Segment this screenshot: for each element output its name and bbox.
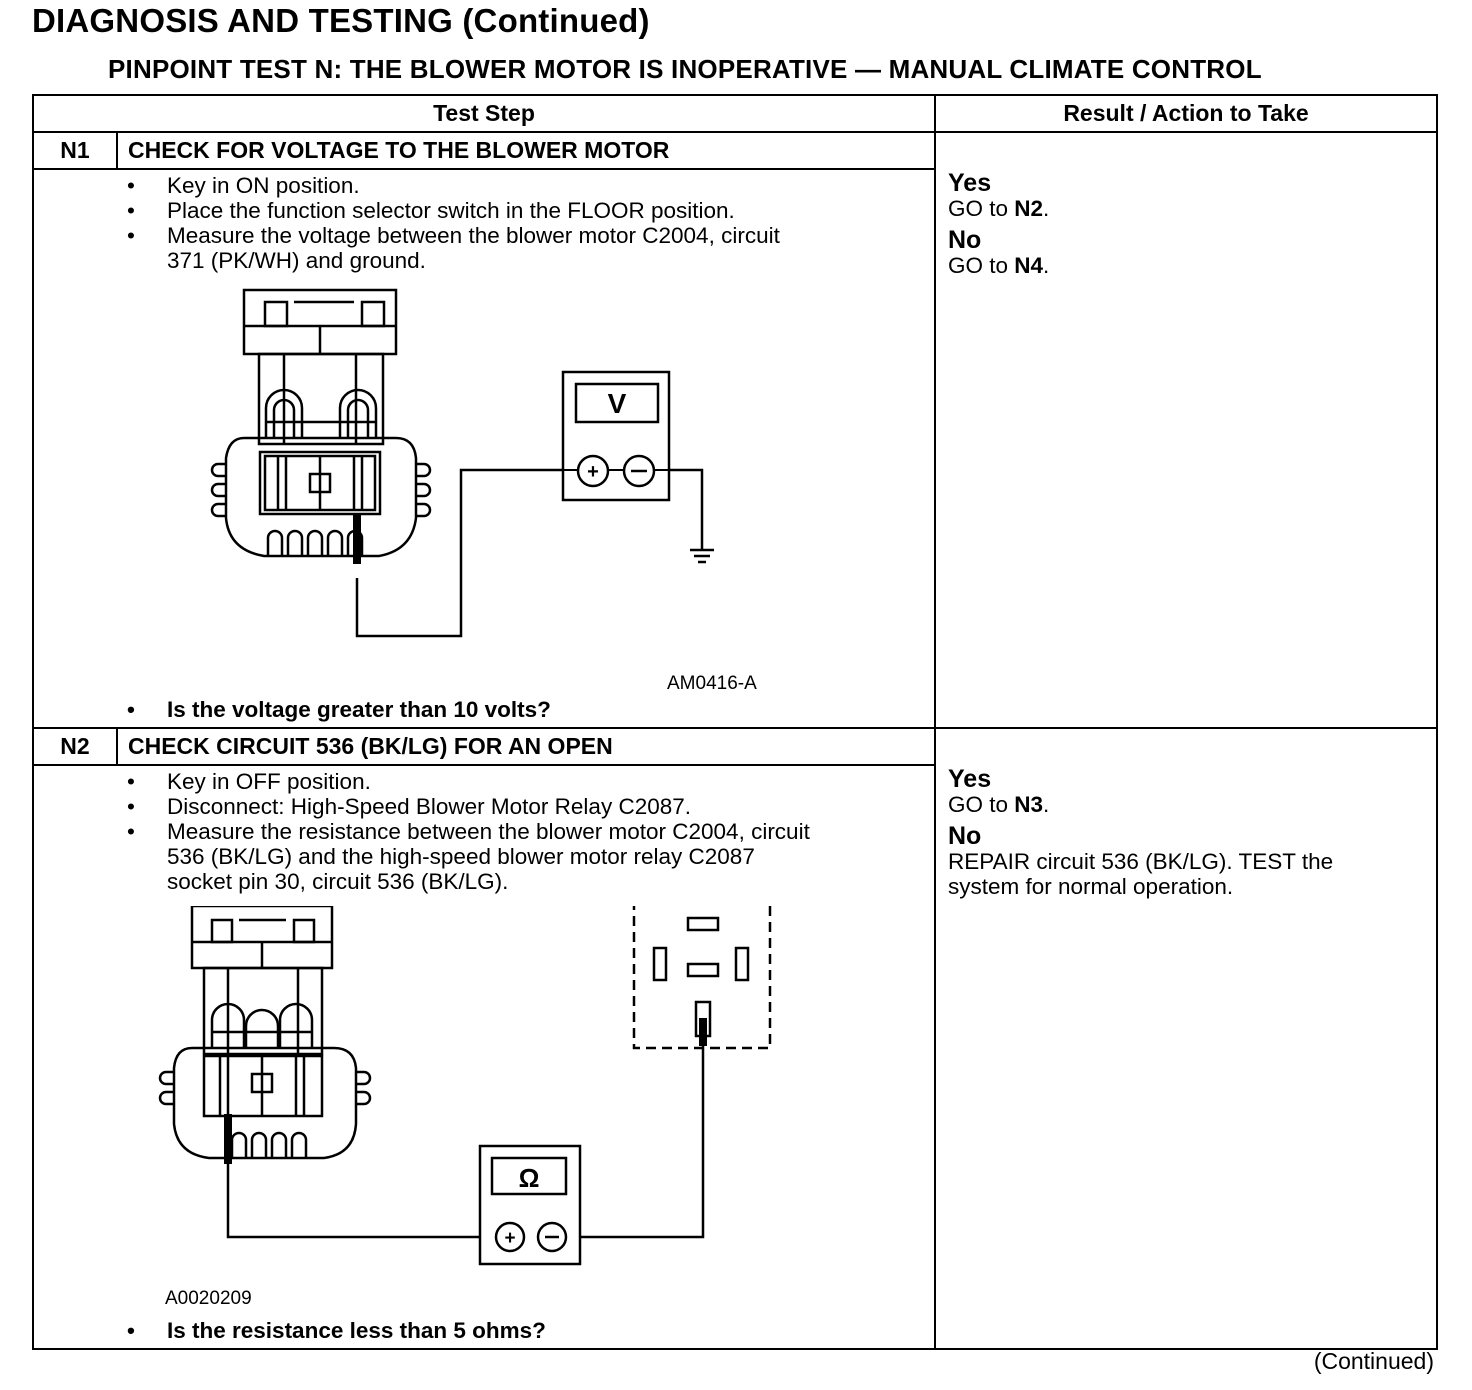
n2-yes-block: Yes GO to N3. (948, 766, 1436, 817)
step-n2-result: Yes GO to N3. No REPAIR circuit 536 (BK/… (934, 727, 1438, 1350)
figure-id-n1: AM0416-A (667, 673, 757, 694)
figure-id-n2: A0020209 (165, 1288, 252, 1306)
n2-no-label: No (948, 822, 982, 850)
step-n2-cell: N2 CHECK CIRCUIT 536 (BK/LG) FOR AN OPEN… (32, 727, 936, 1350)
n2-yes-action[interactable]: GO to N3. (948, 792, 1050, 817)
step-n2-diagram: Ω + A0020209 (158, 906, 772, 1306)
pinpoint-test-title: PINPOINT TEST N: THE BLOWER MOTOR IS INO… (108, 54, 1262, 84)
step-n2-title: CHECK CIRCUIT 536 (BK/LG) FOR AN OPEN (128, 733, 613, 759)
n2-no-block: No REPAIR circuit 536 (BK/LG). TEST the … (948, 823, 1436, 899)
column-header-result-action: Result / Action to Take (934, 94, 1438, 133)
step-n1-bullet-2: Place the function selector switch in th… (127, 198, 934, 223)
step-n1-body: Key in ON position. Place the function s… (34, 170, 934, 727)
step-n2-header: N2 CHECK CIRCUIT 536 (BK/LG) FOR AN OPEN (34, 729, 934, 766)
step-n1-header: N1 CHECK FOR VOLTAGE TO THE BLOWER MOTOR (34, 133, 934, 170)
blower-motor-connector-n2 (158, 906, 372, 1160)
test-probe-n1 (353, 468, 562, 638)
step-n1-bullet-3: Measure the voltage between the blower m… (127, 223, 934, 248)
column-header-test-step: Test Step (32, 94, 936, 133)
n1-yes-action[interactable]: GO to N2. (948, 196, 1050, 221)
step-n2-id: N2 (34, 729, 118, 764)
step-n2-bullet-3: Measure the resistance between the blowe… (127, 819, 934, 844)
n2-no-action-line-1: REPAIR circuit 536 (BK/LG). TEST the (948, 849, 1334, 874)
n1-no-block: No GO to N4. (948, 227, 1436, 278)
step-n2-bullet-3-cont-2: socket pin 30, circuit 536 (BK/LG). (167, 869, 509, 894)
step-n1-title: CHECK FOR VOLTAGE TO THE BLOWER MOTOR (128, 137, 670, 163)
continued-note: (Continued) (1313, 1348, 1434, 1374)
ohmmeter-symbol: Ω (519, 1163, 540, 1193)
voltmeter-icon: V + (561, 370, 704, 550)
step-n2-body: Key in OFF position. Disconnect: High-Sp… (34, 766, 934, 1348)
page-title: DIAGNOSIS AND TESTING (Continued) (32, 2, 650, 39)
step-n2-question: Is the resistance less than 5 ohms? (127, 1318, 546, 1343)
step-n2-bullet-3-cont-1: 536 (BK/LG) and the high-speed blower mo… (167, 844, 755, 869)
step-n1-cell: N1 CHECK FOR VOLTAGE TO THE BLOWER MOTOR… (32, 131, 936, 729)
svg-text:+: + (587, 461, 599, 483)
step-n2-bullet-2: Disconnect: High-Speed Blower Motor Rela… (127, 794, 934, 819)
step-n1-diagram: V + AM0416-A (210, 288, 757, 694)
ground-icon (690, 548, 714, 564)
step-n1-result: Yes GO to N2. No GO to N4. (934, 131, 1438, 729)
voltmeter-symbol: V (608, 388, 627, 419)
n1-yes-label: Yes (948, 169, 992, 197)
n2-no-action-line-2: system for normal operation. (948, 874, 1234, 899)
step-n1-bullet-3-cont: 371 (PK/WH) and ground. (167, 248, 426, 273)
svg-text:+: + (504, 1228, 515, 1249)
test-probe-n2 (224, 1114, 480, 1239)
step-n1-bullet-1: Key in ON position. (127, 173, 934, 198)
step-n1-question: Is the voltage greater than 10 volts? (127, 697, 551, 722)
pinpoint-test-table: Test Step Result / Action to Take N1 CHE… (32, 94, 1438, 1350)
n2-yes-label: Yes (948, 765, 992, 793)
step-n2-bullets: Key in OFF position. Disconnect: High-Sp… (34, 766, 934, 894)
n1-no-action[interactable]: GO to N4. (948, 253, 1050, 278)
step-n1-id: N1 (34, 133, 118, 168)
step-n1-bullets: Key in ON position. Place the function s… (34, 170, 934, 273)
step-n2-bullet-1: Key in OFF position. (127, 769, 934, 794)
blower-motor-connector-n1 (210, 288, 432, 558)
n1-no-label: No (948, 226, 982, 254)
relay-socket-c2087 (579, 906, 772, 1239)
n1-yes-block: Yes GO to N2. (948, 170, 1436, 221)
ohmmeter-icon: Ω + (478, 1144, 582, 1266)
